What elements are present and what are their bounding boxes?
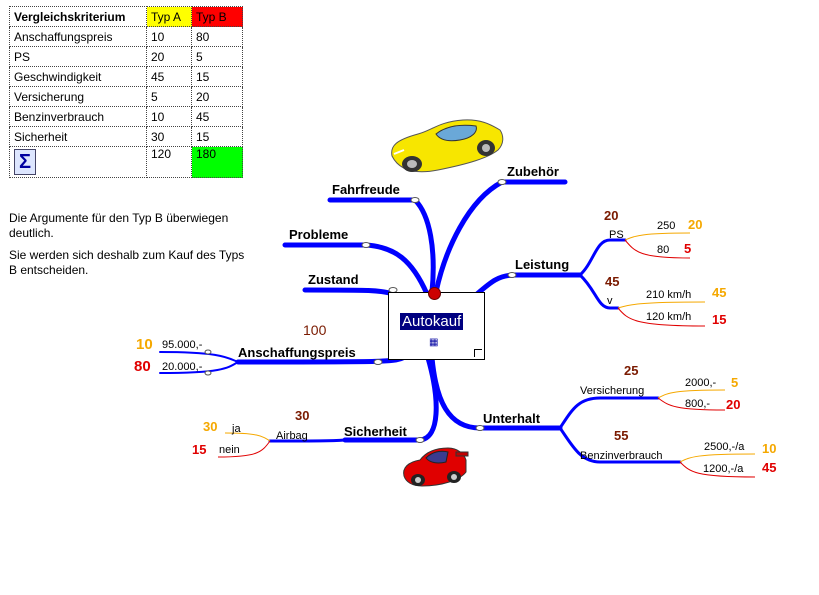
airbag-a-value[interactable]: ja	[232, 423, 241, 435]
versicherung-total: 25	[624, 363, 639, 378]
v-b-score: 15	[712, 312, 727, 327]
airbag-b-value[interactable]: nein	[219, 444, 240, 456]
note-corner-icon	[474, 349, 482, 357]
versicherung-label[interactable]: Versicherung	[580, 385, 645, 397]
conclusion-line-2: Sie werden sich deshalb zum Kauf des Typ…	[9, 248, 245, 277]
branch-zubehoer	[433, 179, 568, 295]
branch-label-sicherheit[interactable]: Sicherheit	[344, 424, 407, 439]
branch-label-leistung[interactable]: Leistung	[515, 257, 570, 272]
node-dot	[204, 349, 212, 355]
node-dot	[497, 179, 507, 185]
ps-a-score: 20	[688, 217, 703, 232]
benzin-a-score: 10	[762, 441, 777, 456]
node-dot	[507, 272, 517, 278]
ps-label[interactable]: PS	[609, 229, 624, 241]
benzin-total: 55	[614, 428, 629, 443]
leaf-v-b	[617, 307, 706, 327]
central-topic-pin	[428, 287, 441, 300]
leaf-vers-a	[657, 389, 726, 399]
versicherung-b-value[interactable]: 800,-	[685, 398, 711, 410]
versicherung-a-score: 5	[731, 375, 739, 390]
airbag-b-score: 15	[192, 442, 207, 457]
versicherung-b-score: 20	[726, 397, 741, 412]
branch-label-unterhalt[interactable]: Unterhalt	[483, 411, 541, 426]
leaf-benzin-a	[679, 453, 756, 463]
central-topic-title: Autokauf	[400, 313, 464, 330]
ps-b-score: 5	[684, 241, 692, 256]
sigma-icon: Σ	[14, 149, 36, 175]
leaf-airbag-a	[224, 432, 271, 442]
v-label[interactable]: v	[607, 295, 613, 307]
conclusion-line-1: Die Argumente für den Typ B überwiegen d…	[9, 211, 229, 240]
score-a-cell: 10	[146, 106, 192, 127]
node-dot	[361, 242, 371, 248]
ps-b-value[interactable]: 80	[657, 244, 670, 256]
criterion-cell: Sicherheit	[9, 126, 147, 147]
sub-anschaffung-b	[159, 361, 239, 374]
leaf-ps-a	[624, 232, 691, 241]
branch-leistung	[467, 272, 583, 303]
anschaffung-a-score: 10	[136, 336, 153, 353]
sub-airbag	[268, 438, 347, 443]
anschaffung-total: 100	[303, 322, 327, 338]
branch-label-zustand[interactable]: Zustand	[308, 272, 359, 287]
branch-label-zubehoer[interactable]: Zubehör	[507, 164, 559, 179]
branch-label-anschaffungspreis[interactable]: Anschaffungspreis	[238, 345, 356, 360]
anschaffung-b-score: 80	[134, 358, 151, 375]
sub-anschaffung-a	[159, 351, 239, 363]
yellow-car-illustration	[391, 119, 504, 173]
sub-ps	[578, 238, 627, 277]
sub-benzin	[558, 426, 682, 464]
benzin-label[interactable]: Benzinverbrauch	[580, 450, 663, 462]
leaf-vers-b	[657, 397, 726, 411]
v-a-score: 45	[712, 285, 727, 300]
leaf-v-a	[617, 301, 706, 309]
anschaffung-a-value[interactable]: 95.000,-	[162, 339, 203, 351]
v-b-value[interactable]: 120 km/h	[646, 311, 692, 323]
benzin-a-value[interactable]: 2500,-/a	[704, 441, 745, 453]
sub-versicherung	[558, 396, 660, 430]
airbag-total: 30	[295, 408, 310, 423]
node-dot	[204, 370, 212, 376]
anschaffung-b-value[interactable]: 20.000,-	[162, 361, 203, 373]
ps-total: 20	[604, 208, 619, 223]
score-b-cell: 45	[191, 106, 243, 127]
node-dot	[475, 425, 485, 431]
versicherung-a-value[interactable]: 2000,-	[685, 377, 717, 389]
central-topic-box[interactable]: Autokauf ▦	[388, 292, 485, 360]
leaf-benzin-b	[679, 461, 756, 478]
sum-icon-cell: Σ	[9, 146, 147, 178]
node-dot	[373, 359, 383, 365]
red-car-illustration	[403, 447, 469, 487]
airbag-label[interactable]: Airbag	[276, 430, 308, 442]
comparison-table: Vergleichskriterium Typ A Typ B Anschaff…	[9, 6, 243, 178]
branch-zustand	[302, 287, 396, 297]
leaf-airbag-b	[217, 440, 271, 458]
branch-label-probleme[interactable]: Probleme	[289, 227, 349, 242]
benzin-b-value[interactable]: 1200,-/a	[703, 463, 744, 475]
ps-a-value[interactable]: 250	[657, 220, 676, 232]
sum-b-cell: 180	[191, 146, 243, 178]
book-icon[interactable]: ▦	[429, 337, 439, 348]
node-dot	[415, 437, 425, 443]
criterion-cell: Benzinverbrauch	[9, 106, 147, 127]
branch-label-fahrfreude[interactable]: Fahrfreude	[332, 182, 400, 197]
benzin-b-score: 45	[762, 460, 777, 475]
node-dot	[410, 197, 420, 203]
v-a-value[interactable]: 210 km/h	[646, 289, 692, 301]
leaf-ps-b	[624, 239, 691, 259]
v-total: 45	[605, 274, 620, 289]
sum-row: Σ 120 180	[9, 146, 243, 178]
score-b-cell: 5	[191, 46, 243, 67]
header-type-a: Typ A	[146, 6, 192, 27]
sub-v	[578, 273, 620, 310]
airbag-a-score: 30	[203, 419, 218, 434]
